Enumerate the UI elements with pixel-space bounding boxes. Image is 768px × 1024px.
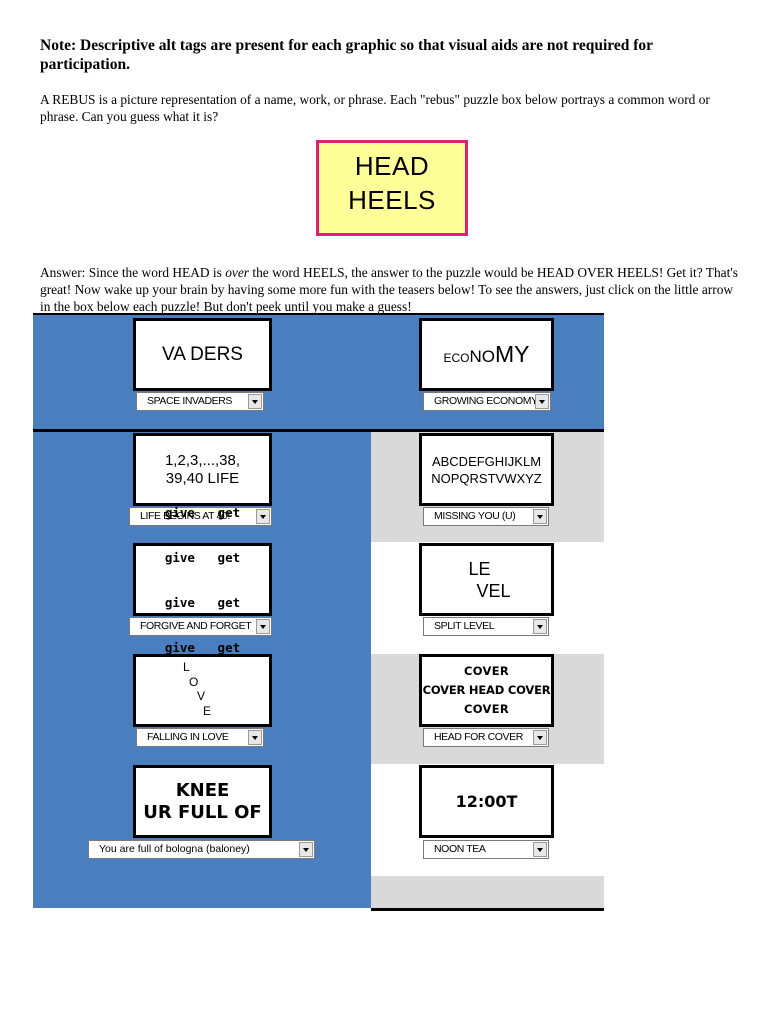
puzzle-line: UR FULL OF bbox=[143, 801, 262, 823]
puzzle-box-give-get: give get give get give get give get bbox=[133, 505, 272, 655]
puzzle-line: VEL bbox=[476, 580, 511, 601]
puzzle-box-love: L O V E bbox=[133, 654, 272, 727]
answer-dropdown-missing-you[interactable]: MISSING YOU (U) bbox=[423, 507, 549, 526]
puzzle-line: COVER HEAD COVER bbox=[422, 683, 551, 697]
dropdown-value: GROWING ECONOMY bbox=[434, 395, 538, 407]
answer-dropdown-life-begins[interactable]: LIFE BEGINS AT 40! bbox=[129, 507, 272, 526]
grey-band-3 bbox=[371, 876, 604, 910]
puzzle-text: give get give get give get give get bbox=[165, 475, 240, 685]
dropdown-arrow-icon[interactable] bbox=[248, 394, 262, 409]
dropdown-arrow-icon[interactable] bbox=[248, 730, 262, 745]
puzzle-line: 39,40 LIFE bbox=[165, 469, 240, 487]
dropdown-value: NOON TEA bbox=[434, 843, 486, 855]
dropdown-arrow-icon[interactable] bbox=[533, 842, 547, 857]
dropdown-arrow-icon[interactable] bbox=[299, 842, 313, 857]
answer-emphasis: over bbox=[225, 265, 250, 280]
puzzle-line: LE bbox=[468, 558, 491, 579]
puzzle-text: L O V E bbox=[136, 657, 211, 718]
answer-dropdown-full-of-bologna[interactable]: You are full of bologna (baloney) bbox=[88, 840, 315, 859]
dropdown-value: FORGIVE AND FORGET bbox=[140, 620, 252, 632]
answer-dropdown-split-level[interactable]: SPLIT LEVEL bbox=[423, 617, 549, 636]
puzzle-box-knee: KNEE UR FULL OF bbox=[133, 765, 272, 838]
demo-line-head: HEAD bbox=[354, 151, 430, 181]
answer-dropdown-space-invaders[interactable]: SPACE INVADERS bbox=[136, 392, 264, 411]
puzzle-box-vaders: VA DERS bbox=[133, 318, 272, 391]
divider-top bbox=[33, 313, 604, 315]
dropdown-arrow-icon[interactable] bbox=[256, 619, 270, 634]
answer-dropdown-forgive-forget[interactable]: FORGIVE AND FORGET bbox=[129, 617, 272, 636]
answer-dropdown-head-for-cover[interactable]: HEAD FOR COVER bbox=[423, 728, 549, 747]
dropdown-value: SPLIT LEVEL bbox=[434, 620, 495, 632]
economy-large: MY bbox=[495, 341, 530, 367]
puzzle-line: give get bbox=[164, 594, 241, 610]
note-heading: Note: Descriptive alt tags are present f… bbox=[40, 37, 653, 73]
answer-dropdown-noon-tea[interactable]: NOON TEA bbox=[423, 840, 549, 859]
puzzle-box-level: LE VEL bbox=[419, 543, 554, 616]
dropdown-value: MISSING YOU (U) bbox=[434, 510, 516, 522]
dropdown-arrow-icon[interactable] bbox=[533, 509, 547, 524]
puzzle-text: KNEE UR FULL OF bbox=[143, 780, 261, 824]
economy-small: ECO bbox=[443, 351, 470, 365]
puzzle-box-life-40: 1,2,3,...,38, 39,40 LIFE bbox=[133, 433, 272, 506]
dropdown-value: HEAD FOR COVER bbox=[434, 731, 523, 743]
puzzle-text: ECONOMY bbox=[443, 341, 529, 368]
puzzle-box-noon-tea: 12:00T bbox=[419, 765, 554, 838]
dropdown-arrow-icon[interactable] bbox=[533, 730, 547, 745]
intro-paragraph: A REBUS is a picture representation of a… bbox=[40, 92, 710, 124]
puzzle-line: give get bbox=[164, 504, 241, 520]
divider-middle bbox=[33, 429, 604, 432]
dropdown-arrow-icon[interactable] bbox=[535, 394, 549, 409]
puzzle-line: NOPQRSTVWXYZ bbox=[431, 470, 542, 486]
economy-medium: NO bbox=[469, 347, 496, 366]
dropdown-value: SPACE INVADERS bbox=[147, 395, 233, 407]
puzzle-box-cover: COVER COVER HEAD COVER COVER bbox=[419, 654, 554, 727]
dropdown-value: FALLING IN LOVE bbox=[147, 731, 229, 743]
dropdown-value: LIFE BEGINS AT 40! bbox=[140, 510, 230, 522]
puzzle-line: ABCDEFGHIJKLM bbox=[431, 453, 542, 469]
puzzle-text: VA DERS bbox=[162, 343, 243, 365]
demo-line-heels: HEELS bbox=[348, 185, 436, 215]
puzzle-line: give get bbox=[164, 549, 241, 565]
puzzle-line: give get bbox=[164, 639, 241, 655]
puzzle-line: COVER bbox=[463, 664, 510, 678]
answer-dropdown-growing-economy[interactable]: GROWING ECONOMY bbox=[423, 392, 551, 411]
puzzle-text: 1,2,3,...,38, 39,40 LIFE bbox=[165, 452, 240, 488]
puzzle-letter: E bbox=[203, 703, 212, 718]
dropdown-arrow-icon[interactable] bbox=[256, 509, 270, 524]
puzzle-text: COVER COVER HEAD COVER COVER bbox=[423, 662, 551, 719]
puzzle-box-alphabet: ABCDEFGHIJKLM NOPQRSTVWXYZ bbox=[419, 433, 554, 506]
puzzle-box-economy: ECONOMY bbox=[419, 318, 554, 391]
puzzle-line: 1,2,3,...,38, bbox=[164, 451, 241, 469]
dropdown-value: You are full of bologna (baloney) bbox=[99, 843, 250, 855]
puzzle-line: KNEE bbox=[175, 779, 230, 801]
answer-suffix: the word HEELS, the answer to the puzzle… bbox=[40, 265, 738, 314]
demo-rebus-box: HEAD HEELS bbox=[316, 140, 468, 236]
puzzle-text: 12:00T bbox=[455, 792, 518, 811]
answer-paragraph: Answer: Since the word HEAD is over the … bbox=[40, 264, 740, 315]
answer-dropdown-falling-in-love[interactable]: FALLING IN LOVE bbox=[136, 728, 264, 747]
puzzle-letter: O bbox=[189, 674, 199, 689]
answer-prefix: Answer: Since the word HEAD is bbox=[40, 265, 226, 280]
dropdown-arrow-icon[interactable] bbox=[533, 619, 547, 634]
puzzle-text: ABCDEFGHIJKLM NOPQRSTVWXYZ bbox=[431, 453, 542, 487]
puzzle-text: LE VEL bbox=[462, 558, 510, 602]
puzzle-letter: V bbox=[197, 689, 206, 703]
puzzle-letter: L bbox=[183, 660, 190, 674]
puzzle-line: COVER bbox=[463, 702, 510, 716]
divider-bottom bbox=[371, 908, 604, 911]
